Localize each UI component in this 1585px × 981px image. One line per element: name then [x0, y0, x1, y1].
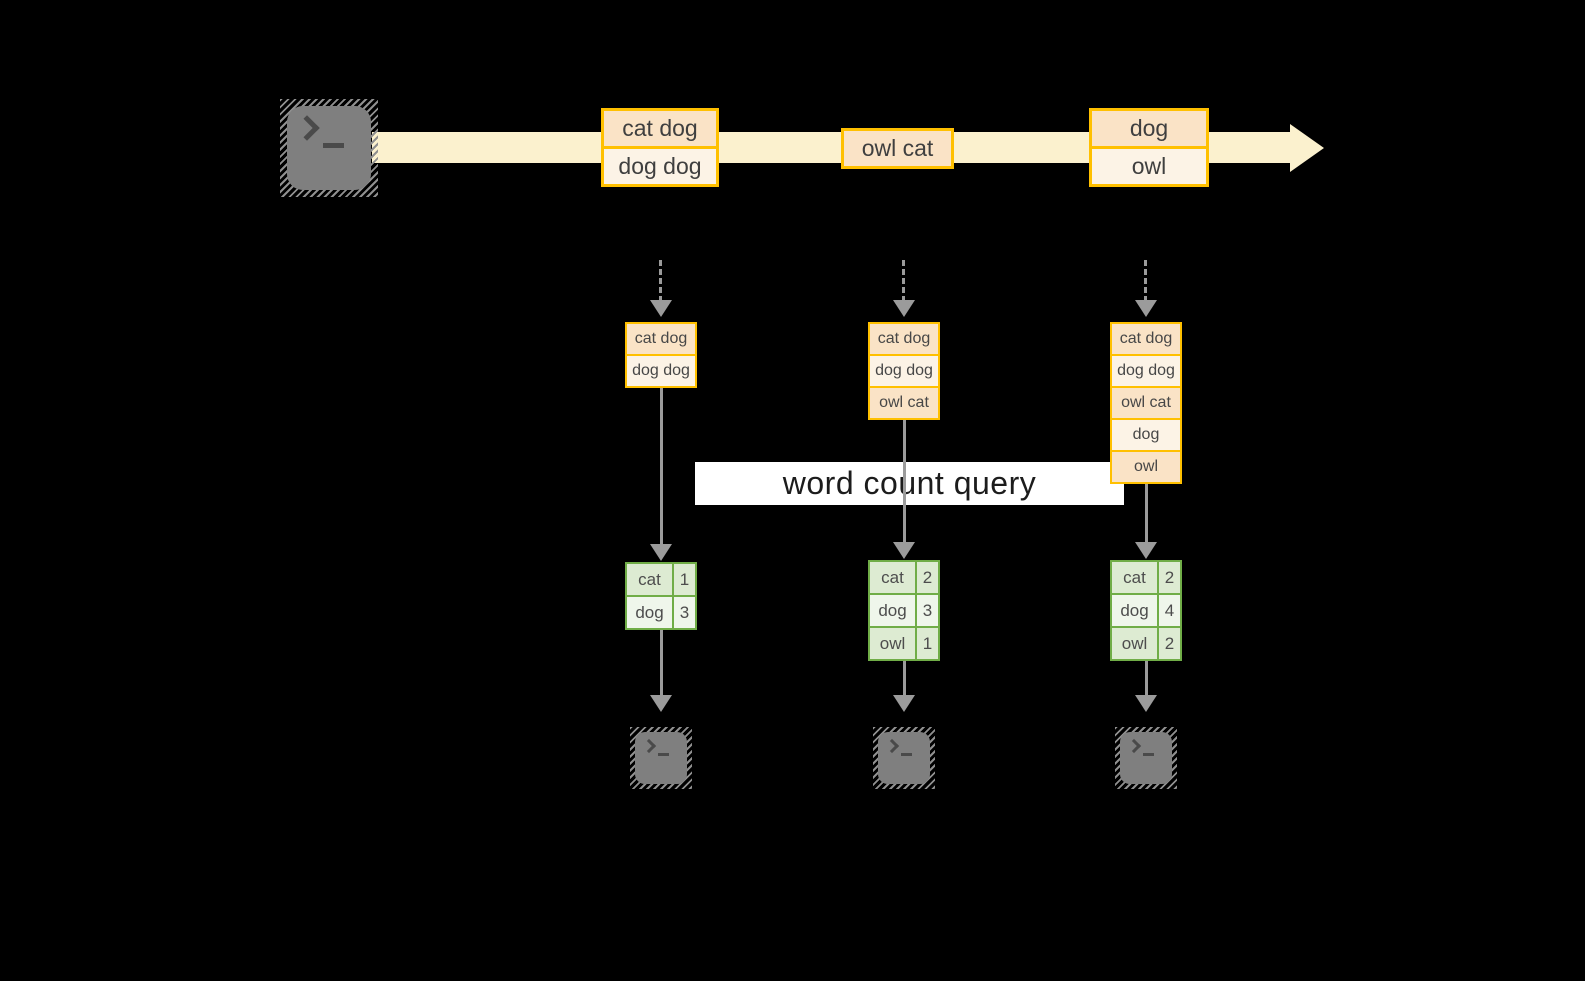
input-line: owl [1112, 452, 1180, 482]
arrowhead-icon [1135, 300, 1157, 317]
input-line: dog dog [870, 356, 938, 386]
dashed-connector [1144, 260, 1147, 302]
stream-batch-2: owl cat [841, 128, 954, 169]
input-line: dog dog [627, 356, 695, 386]
input-stack-2: cat dog dog dog owl cat [868, 322, 940, 420]
query-label-band: word count query [695, 462, 1124, 505]
connector-line [1145, 484, 1148, 542]
dashed-connector [902, 260, 905, 302]
source-terminal-hatch [280, 99, 378, 197]
stream-batch-1: cat dog dog dog [601, 108, 719, 187]
arrowhead-icon [650, 695, 672, 712]
count-table-1: cat 1 dog 3 [625, 562, 697, 630]
input-line: cat dog [870, 324, 938, 354]
count-cell: 2 [1159, 628, 1180, 659]
count-cell: 3 [674, 597, 695, 628]
prompt-icon [294, 115, 344, 148]
chevron-right-icon [1126, 738, 1142, 754]
chevron-right-icon [641, 738, 657, 754]
batch-line: cat dog [604, 111, 716, 146]
chevron-right-icon [884, 738, 900, 754]
underscore-icon [323, 143, 344, 148]
arrowhead-icon [893, 542, 915, 559]
word-cell: owl [1112, 628, 1157, 659]
stream-arrowhead-icon [1290, 124, 1324, 172]
count-cell: 3 [917, 595, 938, 626]
count-cell: 2 [917, 562, 938, 593]
arrowhead-icon [893, 300, 915, 317]
underscore-icon [901, 753, 912, 756]
sink-terminal-hatch-2 [873, 727, 935, 789]
prompt-icon [641, 738, 669, 756]
underscore-icon [1143, 753, 1154, 756]
batch-line: dog [1092, 111, 1206, 146]
input-line: owl cat [1112, 388, 1180, 418]
input-line: dog [1112, 420, 1180, 450]
word-cell: cat [627, 564, 672, 595]
count-cell: 1 [674, 564, 695, 595]
count-cell: 1 [917, 628, 938, 659]
terminal-icon [635, 732, 687, 784]
batch-line: owl [1092, 149, 1206, 184]
terminal-icon [287, 106, 371, 190]
connector-line [903, 419, 906, 542]
input-line: dog dog [1112, 356, 1180, 386]
count-cell: 2 [1159, 562, 1180, 593]
terminal-icon [878, 732, 930, 784]
arrowhead-icon [1135, 695, 1157, 712]
word-cell: owl [870, 628, 915, 659]
count-cell: 4 [1159, 595, 1180, 626]
stream-batch-3: dog owl [1089, 108, 1209, 187]
connector-line [903, 661, 906, 695]
arrowhead-icon [650, 300, 672, 317]
connector-line [660, 388, 663, 544]
dashed-connector [659, 260, 662, 302]
word-cell: dog [870, 595, 915, 626]
input-line: cat dog [627, 324, 695, 354]
sink-terminal-hatch-3 [1115, 727, 1177, 789]
terminal-icon [1120, 732, 1172, 784]
count-table-2: cat 2 dog 3 owl 1 [868, 560, 940, 661]
word-cell: dog [1112, 595, 1157, 626]
input-line: owl cat [870, 388, 938, 418]
word-cell: cat [870, 562, 915, 593]
connector-line [660, 630, 663, 695]
word-cell: cat [1112, 562, 1157, 593]
prompt-icon [884, 738, 912, 756]
count-table-3: cat 2 dog 4 owl 2 [1110, 560, 1182, 661]
underscore-icon [658, 753, 669, 756]
chevron-right-icon [294, 115, 320, 141]
input-line: cat dog [1112, 324, 1180, 354]
word-cell: dog [627, 597, 672, 628]
batch-line: owl cat [844, 131, 951, 166]
sink-terminal-hatch-1 [630, 727, 692, 789]
prompt-icon [1126, 738, 1154, 756]
batch-line: dog dog [604, 149, 716, 184]
connector-line [1145, 661, 1148, 695]
arrowhead-icon [1135, 542, 1157, 559]
input-stack-3: cat dog dog dog owl cat dog owl [1110, 322, 1182, 484]
input-stack-1: cat dog dog dog [625, 322, 697, 388]
arrowhead-icon [893, 695, 915, 712]
arrowhead-icon [650, 544, 672, 561]
query-label: word count query [782, 465, 1037, 501]
